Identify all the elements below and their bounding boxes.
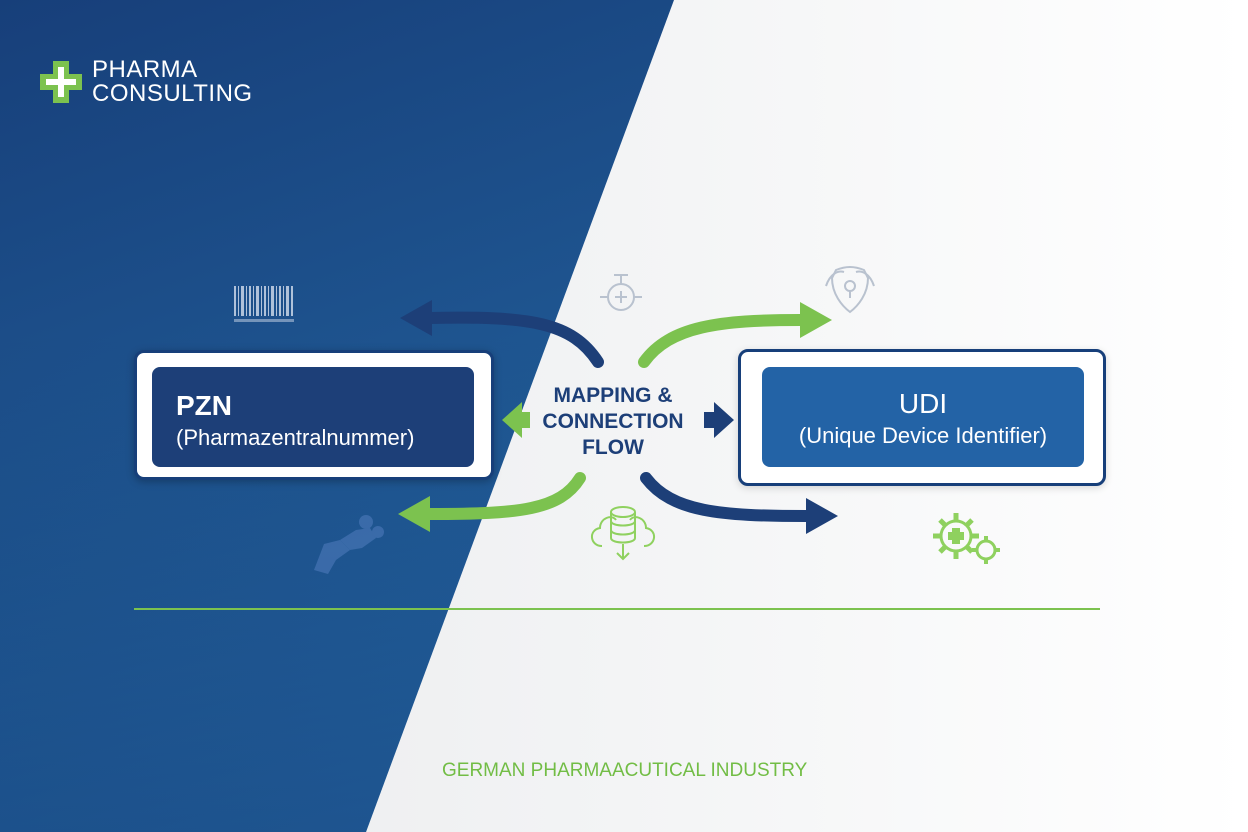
pzn-title: PZN xyxy=(176,390,232,421)
handshake-icon xyxy=(314,515,384,574)
database-cloud-icon xyxy=(591,506,655,561)
arrow-head-udi-bottom xyxy=(806,498,838,534)
pzn-box: PZN (Pharmazentralnummer) xyxy=(152,367,474,467)
medical-cross-icon xyxy=(40,61,82,103)
arrow-head-pzn-top xyxy=(400,300,432,336)
udi-box: UDI (Unique Device Identifier) xyxy=(762,367,1084,467)
udi-title: UDI xyxy=(898,388,948,419)
arrow-small-right xyxy=(704,402,734,438)
shield-icon xyxy=(825,266,875,314)
footer-text: GERMAN PHARMAACUTICAL INDUSTRY xyxy=(442,760,808,781)
logo: PHARMA CONSULTING xyxy=(38,58,253,106)
arrow-to-udi-top xyxy=(638,314,806,368)
arrow-to-pzn-top xyxy=(424,311,604,368)
mapping-label-line-3: FLOW xyxy=(582,436,644,459)
arrow-to-pzn-bottom xyxy=(424,472,586,520)
arrow-head-pzn-bottom xyxy=(398,496,430,532)
logo-line-2: CONSULTING xyxy=(92,80,253,107)
arrow-head-udi-top xyxy=(800,302,832,338)
mapping-label-line-1: MAPPING & xyxy=(553,384,673,407)
udi-subtitle: (Unique Device Identifier) xyxy=(798,423,1048,448)
pzn-subtitle: (Pharmazentralnummer) xyxy=(176,425,415,450)
arrow-to-udi-bottom xyxy=(640,472,812,522)
arrow-small-left xyxy=(502,402,530,438)
barcode-icon xyxy=(234,286,294,322)
medical-device-icon xyxy=(600,274,642,311)
logo-line-1: PHARMA xyxy=(92,56,198,83)
mapping-label: MAPPING & CONNECTION FLOW xyxy=(528,383,698,461)
mapping-label-line-2: CONNECTION xyxy=(542,410,684,433)
medical-gears-icon xyxy=(933,513,1000,564)
divider-line xyxy=(134,608,1100,610)
